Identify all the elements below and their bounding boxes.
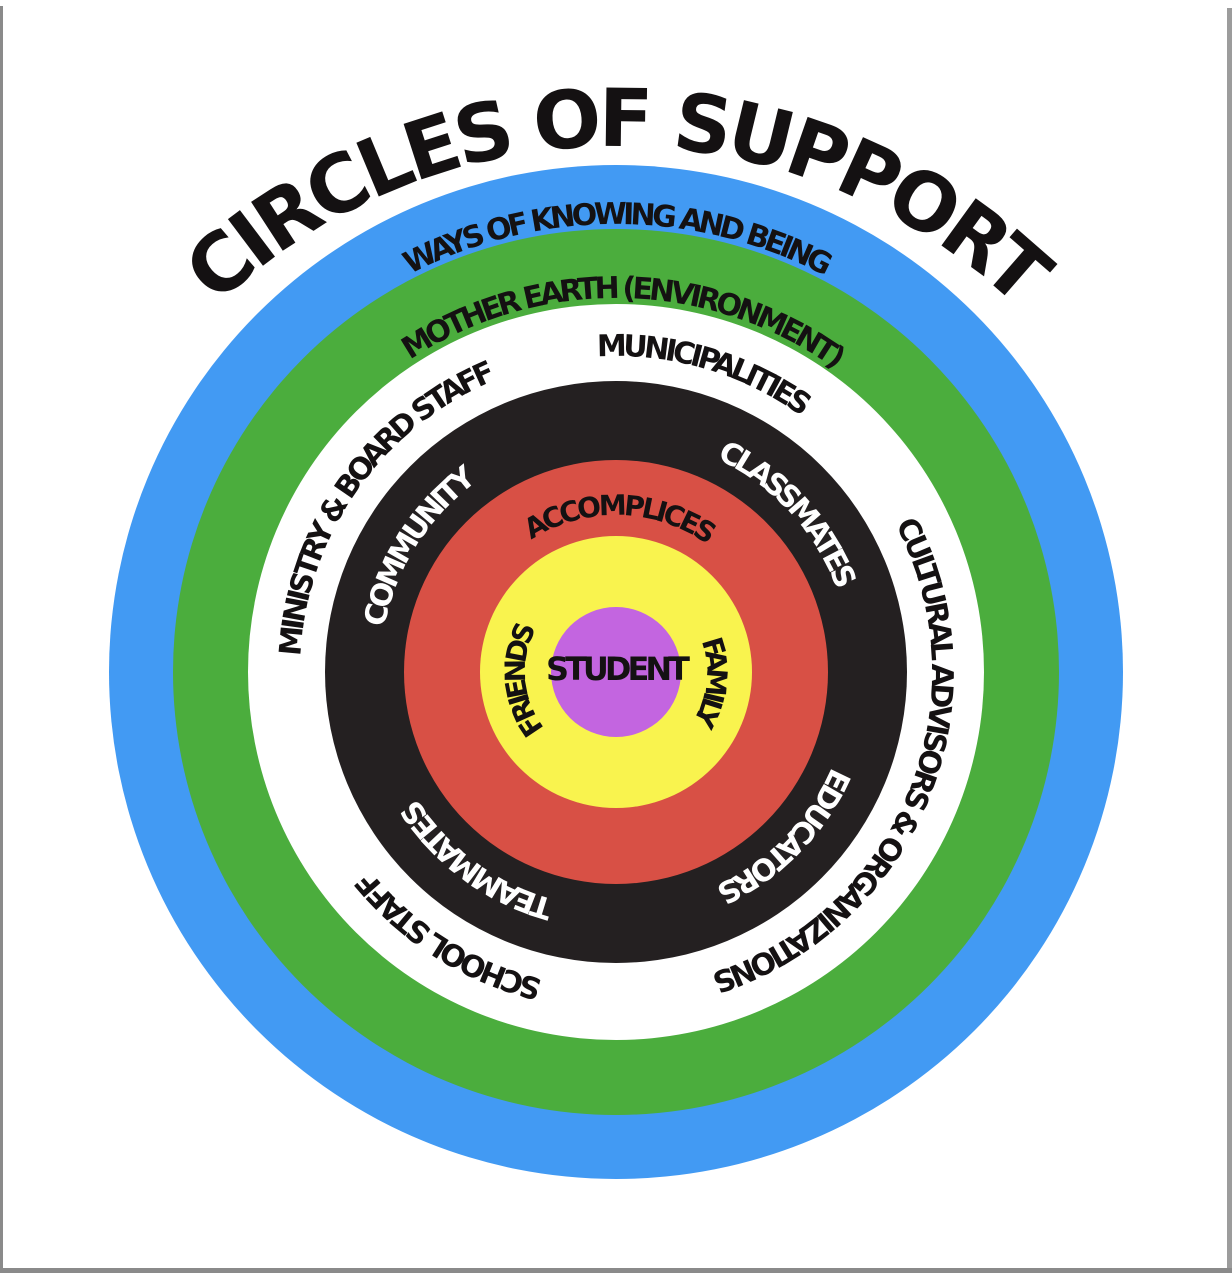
center-label-student: STUDENT <box>546 650 690 688</box>
ring-student <box>551 607 681 737</box>
rings-layer <box>109 165 1123 1179</box>
